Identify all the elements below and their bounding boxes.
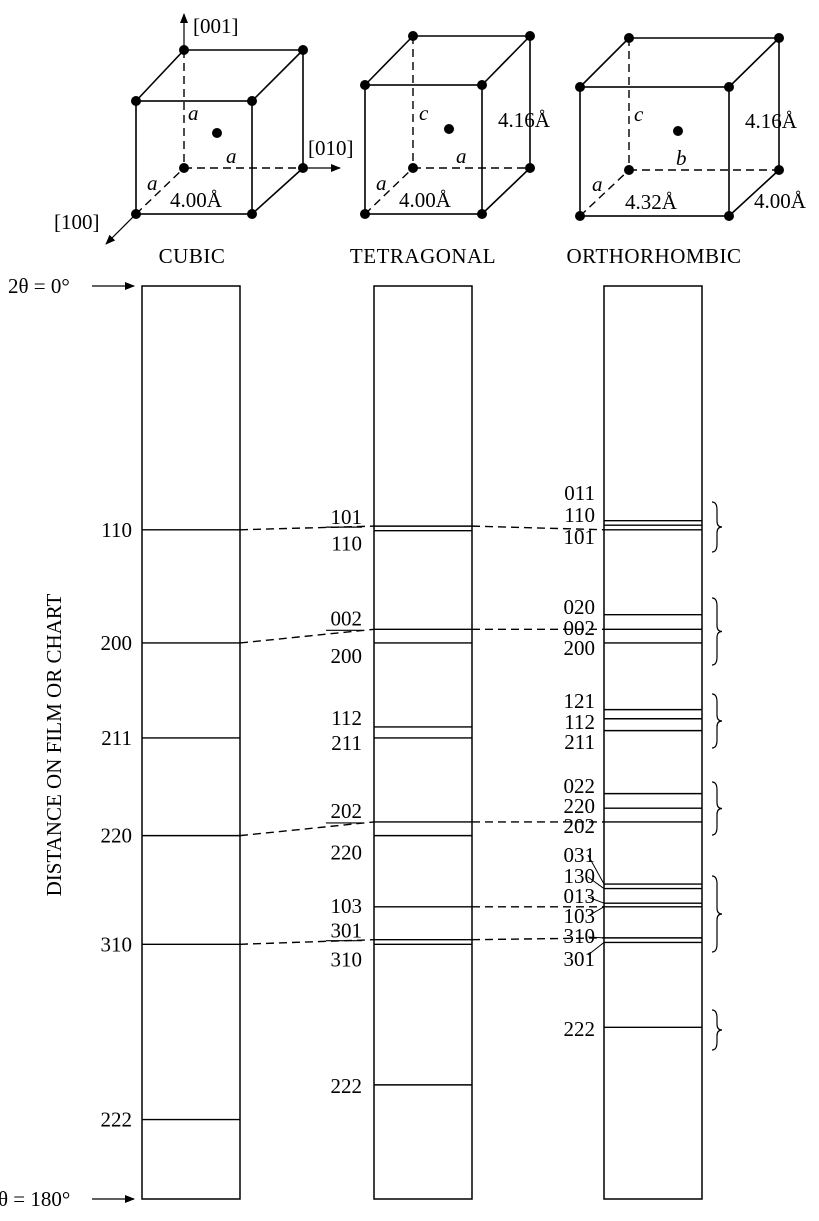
edge-label: a <box>592 172 603 196</box>
orthorhombic-label-301: 301 <box>564 947 596 971</box>
orthorhombic-front-face <box>579 86 730 217</box>
tetragonal-label-222: 222 <box>331 1074 363 1098</box>
orthorhombic-label-310: 310 <box>564 924 596 948</box>
cubic-unit-cell: [001] [010] [100] a a a 4.00Å CUBIC <box>54 13 354 268</box>
orthorhombic-strip <box>603 285 703 1200</box>
cubic-strip <box>141 285 241 1200</box>
group-brace <box>711 597 723 666</box>
tetragonal-label-110: 110 <box>331 532 362 556</box>
leader-line-013 <box>587 896 605 904</box>
connector-tetragonal-orthorhombic <box>471 525 605 531</box>
dimension-label: 4.00Å <box>754 189 807 213</box>
body-center-atom <box>444 124 454 134</box>
cubic-label-211: 211 <box>101 726 132 750</box>
tetragonal-title: TETRAGONAL <box>350 244 496 268</box>
axis-001-label: [001] <box>193 14 239 38</box>
orthorhombic-label-112: 112 <box>564 710 595 734</box>
group-brace <box>711 875 723 953</box>
cubic-label-220: 220 <box>101 824 133 848</box>
dimension-label: 4.16Å <box>498 108 551 132</box>
connector-cubic-tetragonal <box>239 628 375 644</box>
cubic-label-200: 200 <box>101 631 133 655</box>
tetragonal-label-112: 112 <box>331 706 362 730</box>
orthorhombic-label-220: 220 <box>564 794 596 818</box>
edge-label: c <box>634 102 644 126</box>
group-brace <box>711 1009 723 1051</box>
tetragonal-label-200: 200 <box>331 644 363 668</box>
tetragonal-front-face <box>364 84 483 215</box>
body-center-atom <box>212 128 222 138</box>
dimension-label: 4.32Å <box>625 190 678 214</box>
tetragonal-label-103: 103 <box>331 894 363 918</box>
tetragonal-label-202: 202 <box>331 799 363 823</box>
edge-label: a <box>376 171 387 195</box>
axis-010-label: [010] <box>308 136 354 160</box>
orthorhombic-label-200: 200 <box>564 636 596 660</box>
orthorhombic-label-110: 110 <box>564 503 595 527</box>
orthorhombic-label-020: 020 <box>564 595 596 619</box>
tetragonal-label-301: 301 <box>331 919 363 943</box>
leader-line-301 <box>587 942 605 956</box>
edge-label: a <box>188 101 199 125</box>
dimension-label: 4.00Å <box>170 188 223 212</box>
edge-label: b <box>676 146 687 170</box>
body-center-atom <box>673 126 683 136</box>
orthorhombic-label-013: 013 <box>564 884 596 908</box>
tetragonal-label-211: 211 <box>331 731 362 755</box>
group-brace <box>711 693 723 749</box>
orthorhombic-label-202: 202 <box>564 814 596 838</box>
cubic-front-face <box>135 100 253 215</box>
orthorhombic-label-101: 101 <box>564 525 596 549</box>
film-markers: 2θ = 0° θ = 180° DISTANCE ON FILM OR CHA… <box>0 274 135 1211</box>
axis-100-label: [100] <box>54 210 100 234</box>
orthorhombic-label-002: 002 <box>564 616 596 640</box>
dimension-label: 4.00Å <box>399 188 452 212</box>
tetragonal-strip <box>373 285 473 1200</box>
leader-line-031 <box>587 854 605 885</box>
orthorhombic-label-103: 103 <box>564 904 596 928</box>
diffraction-lines-layer: 1102002112203102221011100022001122112022… <box>101 481 723 1132</box>
orthorhombic-label-121: 121 <box>564 689 596 713</box>
orthorhombic-label-022: 022 <box>564 774 596 798</box>
film-start-label: 2θ = 0° <box>8 274 70 298</box>
connector-cubic-tetragonal <box>239 821 375 837</box>
group-brace <box>711 501 723 553</box>
leader-line-310 <box>587 936 605 939</box>
tetragonal-unit-cell: c a a 4.00Å 4.16Å TETRAGONAL <box>350 31 551 268</box>
edge-label: c <box>419 101 429 125</box>
leader-line-130 <box>587 876 605 889</box>
edge-label: a <box>456 144 467 168</box>
cubic-label-310: 310 <box>101 932 133 956</box>
orthorhombic-label-211: 211 <box>564 730 595 754</box>
orthorhombic-label-222: 222 <box>564 1017 596 1041</box>
cubic-label-110: 110 <box>101 518 132 542</box>
tetragonal-label-002: 002 <box>331 606 363 630</box>
tetragonal-label-310: 310 <box>331 947 363 971</box>
edge-label: a <box>226 144 237 168</box>
orthorhombic-label-011: 011 <box>564 481 595 505</box>
cubic-title: CUBIC <box>159 244 226 268</box>
tetragonal-label-220: 220 <box>331 841 363 865</box>
film-end-label: θ = 180° <box>0 1187 70 1211</box>
film-axis-label: DISTANCE ON FILM OR CHART <box>42 593 66 896</box>
axis-100-arrow <box>105 213 137 245</box>
orthorhombic-unit-cell: c b a 4.32Å 4.16Å 4.00Å ORTHORHOMBIC <box>566 33 807 268</box>
dimension-label: 4.16Å <box>745 109 798 133</box>
edge-label: a <box>147 171 158 195</box>
orthorhombic-label-031: 031 <box>564 843 596 867</box>
leader-line-103 <box>587 906 605 917</box>
group-brace <box>711 781 723 836</box>
cubic-label-222: 222 <box>101 1108 133 1132</box>
orthorhombic-title: ORTHORHOMBIC <box>566 244 741 268</box>
orthorhombic-label-130: 130 <box>564 864 596 888</box>
tetragonal-label-101: 101 <box>331 505 363 529</box>
connector-tetragonal-orthorhombic <box>471 937 605 941</box>
